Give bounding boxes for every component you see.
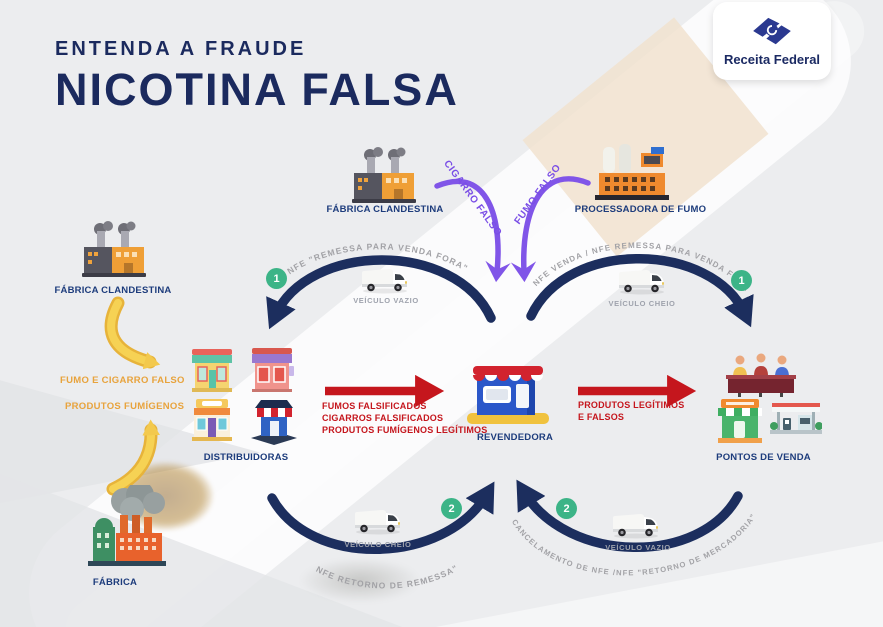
step-badge-2-left: 2 [441, 498, 462, 519]
label-veiculo-cheio-bottom: VEÍCULO CHEIO [344, 540, 412, 549]
header: ENTENDA A FRAUDE NICOTINA FALSA [55, 38, 459, 116]
revendedora-icon [467, 366, 549, 424]
red-flow-line: E FALSOS [578, 412, 625, 422]
red-flow-text-a: FUMOS FALSIFICADOS CIGARROS FALSIFICADOS… [322, 400, 487, 436]
receita-federal-label: Receita Federal [723, 51, 821, 67]
kiosk-icon [251, 400, 297, 445]
nfe-text-bottom-left: NFE RETORNO DE REMESSA" [314, 563, 460, 591]
factory-clandestina-top-icon [352, 147, 416, 203]
label-produtos-fumigenos: PRODUTOS FUMÍGENOS [65, 401, 185, 412]
fabrica-icon [88, 485, 166, 566]
label-veiculo-cheio-top: VEÍCULO CHEIO [608, 299, 676, 308]
label-veiculo-vazio-top: VEÍCULO VAZIO [353, 296, 419, 305]
van-icon-top-left [362, 269, 407, 294]
step-badge-2-right: 2 [556, 498, 577, 519]
label-pontos-de-venda: PONTOS DE VENDA [716, 452, 811, 463]
label-fabrica: FÁBRICA [92, 577, 138, 588]
van-icon-bottom-right [613, 514, 658, 539]
red-flow-line: CIGARROS FALSIFICADOS [322, 413, 444, 423]
label-fabrica-clandestina-top: FÁBRICA CLANDESTINA [326, 204, 444, 215]
van-icon-bottom-left [355, 510, 400, 535]
receita-federal-logo-card: Receita Federal [713, 2, 831, 80]
header-eyebrow: ENTENDA A FRAUDE [55, 38, 307, 60]
gas-station-icon [770, 403, 822, 434]
label-fabrica-clandestina-left: FÁBRICA CLANDESTINA [54, 285, 172, 296]
page-title: NICOTINA FALSA [55, 64, 459, 115]
shop-icon [192, 349, 232, 392]
red-flow-text-b: PRODUTOS LEGÍTIMOS E FALSOS [578, 399, 684, 423]
red-flow-line: PRODUTOS LEGÍTIMOS [578, 400, 685, 410]
label-fumo-e-cigarro-falso: FUMO E CIGARRO FALSO [60, 375, 185, 386]
shop-icon [252, 348, 294, 392]
label-processadora-de-fumo: PROCESSADORA DE FUMO [574, 204, 707, 215]
factory-clandestina-left-icon [82, 221, 146, 277]
shop-icon [192, 399, 232, 441]
step-badge-1-right: 1 [731, 270, 752, 291]
label-distribuidoras: DISTRIBUIDORAS [203, 452, 289, 463]
label-revendedora: REVENDEDORA [476, 432, 554, 443]
processadora-de-fumo-icon [595, 144, 669, 200]
red-flow-line: FUMOS FALSIFICADOS [322, 401, 427, 411]
receita-federal-icon [753, 17, 791, 44]
market-icon [718, 399, 762, 443]
label-veiculo-vazio-bottom: VEÍCULO VAZIO [605, 543, 671, 552]
step-badge-1-left: 1 [266, 268, 287, 289]
bar-icon [726, 353, 796, 397]
van-icon-top-right [619, 270, 664, 295]
distribuidoras-icons [189, 344, 305, 446]
